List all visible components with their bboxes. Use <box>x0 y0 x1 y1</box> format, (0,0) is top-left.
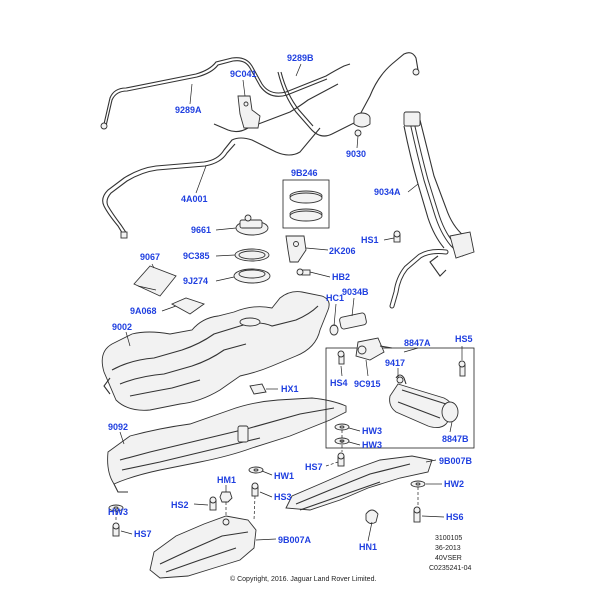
callout-HX1: HX1 <box>281 384 299 394</box>
screw-HS3 <box>251 482 259 497</box>
callout-9289B: 9289B <box>287 53 314 63</box>
callout-labels: 9289B 9C041 9289A 9030 9034A 4A001 9B246… <box>108 53 473 552</box>
callout-9289A: 9289A <box>175 105 202 115</box>
reference-code-3: 40VSER <box>435 555 462 562</box>
callout-9661: 9661 <box>191 225 211 235</box>
callout-HC1: HC1 <box>326 293 344 303</box>
callout-HS5: HS5 <box>455 334 473 344</box>
callout-HW3-c: HW3 <box>108 507 128 517</box>
callout-9002: 9002 <box>112 322 132 332</box>
callout-HS7-a: HS7 <box>305 462 323 472</box>
callout-9417: 9417 <box>385 358 405 368</box>
pump-flange-9661 <box>235 214 269 236</box>
callout-8847B: 8847B <box>442 434 469 444</box>
canister-8847A <box>389 374 459 429</box>
leader-lines <box>115 63 463 542</box>
bracket-2K206 <box>285 235 307 263</box>
footer-references: 3100105 36-2013 40VSER C0235241-04 © Cop… <box>230 535 472 583</box>
callout-HS1: HS1 <box>361 235 379 245</box>
callout-4A001: 4A001 <box>181 194 208 204</box>
screw-HS2 <box>209 496 217 511</box>
purge-valve-9C915 <box>325 337 475 449</box>
shield-9B007A <box>149 515 257 579</box>
bolt-HB2 <box>296 268 311 276</box>
callout-9C385: 9C385 <box>183 251 210 261</box>
callout-HS2: HS2 <box>171 500 189 510</box>
callout-HW3-b: HW3 <box>362 440 382 450</box>
vapour-line-9289 <box>100 52 420 137</box>
callout-9B246: 9B246 <box>291 168 318 178</box>
callout-HB2: HB2 <box>332 272 350 282</box>
screw-HS7-lower <box>112 522 120 537</box>
bracket-9C041 <box>237 95 261 129</box>
callout-9034B: 9034B <box>342 287 369 297</box>
filler-pipe-9034A <box>403 111 475 277</box>
nut-HM1 <box>219 491 233 503</box>
clip-HX1 <box>249 383 267 395</box>
callout-HS4: HS4 <box>330 378 348 388</box>
washer-HW1 <box>248 466 264 474</box>
callout-9C041: 9C041 <box>230 69 257 79</box>
callout-9034A: 9034A <box>374 187 401 197</box>
screw-HS4 <box>337 350 345 365</box>
pad-9067 <box>133 265 177 297</box>
washer-HW3-left <box>108 504 124 512</box>
callout-HS3: HS3 <box>274 492 292 502</box>
fuel-tank-9002 <box>101 291 330 411</box>
callout-9J274: 9J274 <box>183 276 208 286</box>
callout-HN1: HN1 <box>359 542 377 552</box>
filler-cap-9030 <box>353 112 371 137</box>
shield-9B007B <box>285 455 433 511</box>
locking-ring-9J274 <box>233 268 271 284</box>
callout-HM1: HM1 <box>217 475 236 485</box>
callout-9C915: 9C915 <box>354 379 381 389</box>
filler-neck-9034B <box>329 249 449 336</box>
callout-9A068: 9A068 <box>130 306 157 316</box>
callout-9B007A: 9B007A <box>278 535 312 545</box>
washer-HW3-upper <box>334 423 350 431</box>
screw-HS6 <box>413 506 421 523</box>
reference-code-4: C0235241-04 <box>429 565 472 572</box>
callout-HS6: HS6 <box>446 512 464 522</box>
callout-9030: 9030 <box>346 149 366 159</box>
screw-HS7-upper <box>337 452 345 467</box>
heat-shield-9092 <box>107 397 347 493</box>
fuel-line-4A001 <box>102 127 321 239</box>
callout-9092: 9092 <box>108 422 128 432</box>
callout-9067: 9067 <box>140 252 160 262</box>
callout-2K206: 2K206 <box>329 246 356 256</box>
reference-code-1: 3100105 <box>435 535 462 542</box>
seal-9C385 <box>234 248 270 262</box>
callout-HW1: HW1 <box>274 471 294 481</box>
callout-8847A: 8847A <box>404 338 431 348</box>
callout-9B007B: 9B007B <box>439 456 473 466</box>
copyright-notice: © Copyright, 2016. Jaguar Land Rover Lim… <box>230 575 376 583</box>
callout-HW3-a: HW3 <box>362 426 382 436</box>
reference-code-2: 36-2013 <box>435 545 461 552</box>
clip-HN1 <box>365 509 379 525</box>
washer-HW2 <box>410 480 426 488</box>
callout-HW2: HW2 <box>444 479 464 489</box>
callout-HS7-b: HS7 <box>134 529 152 539</box>
screw-HS5 <box>458 360 466 377</box>
pad-9A068 <box>170 297 205 315</box>
screw-HS1 <box>393 230 401 243</box>
seal-kit-9B246 <box>282 179 330 229</box>
